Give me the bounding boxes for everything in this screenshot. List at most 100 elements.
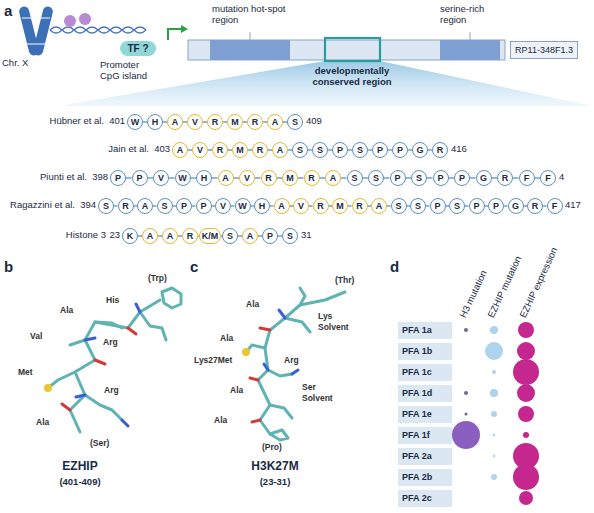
node-text: R <box>187 231 194 241</box>
node-text: PFA 1e <box>402 409 432 419</box>
subgroup-box: PFA 2b <box>398 469 452 486</box>
peptide-bond <box>348 205 352 206</box>
node-text: TF ? <box>127 43 148 54</box>
text-label: Lys <box>318 312 332 322</box>
residue-circle: G <box>508 198 524 214</box>
peptide-bond <box>270 205 274 206</box>
node-text: R <box>532 201 539 211</box>
text-label: Ala <box>246 300 259 310</box>
peptide-bond <box>212 177 218 178</box>
ezhip-structure <box>46 288 182 432</box>
dna-helix <box>50 27 146 33</box>
node-text: M <box>286 173 294 183</box>
residue-circle: A <box>162 228 178 244</box>
node-text: S <box>292 117 298 127</box>
residue-circle: P <box>488 198 504 214</box>
node-text: PFA 1b <box>402 346 432 356</box>
text-label: Arg <box>103 338 118 348</box>
node-text: A <box>278 201 285 211</box>
peptide-bond <box>470 177 476 178</box>
text-label: Piunti et al. <box>40 172 87 183</box>
node-text: A <box>147 231 154 241</box>
node-text: S <box>415 201 421 211</box>
peptide-bond <box>126 177 132 178</box>
peptide-bond <box>543 205 547 206</box>
peptide-bond <box>192 205 196 206</box>
residue-circle: S <box>391 198 407 214</box>
node-text: P <box>473 201 479 211</box>
residue-circle: P <box>196 198 212 214</box>
residue-circle: W <box>127 114 143 130</box>
node-text: A <box>330 173 337 183</box>
residue-circle: R <box>247 114 263 130</box>
residue-circle: A <box>218 170 234 186</box>
gene-box: RP11-348F1.3 <box>510 41 578 59</box>
residue-circle: P <box>430 198 446 214</box>
node-text: H <box>201 173 208 183</box>
subgroup-box: PFA 1c <box>398 364 452 381</box>
residue-circle: R <box>261 170 277 186</box>
residue-circle: R <box>527 198 543 214</box>
column-header: EZHIP expression <box>518 246 560 320</box>
text-label: Ala <box>36 418 49 428</box>
methyl-mark <box>79 13 91 25</box>
h3k27m-structure <box>244 288 346 440</box>
node-text: R <box>257 145 264 155</box>
panel-letter: d <box>390 258 399 275</box>
residue-circle: F <box>519 170 535 186</box>
peptide-bond <box>384 177 390 178</box>
tss-arrow <box>168 29 181 40</box>
node-text: H <box>259 201 266 211</box>
residue-circle: A <box>172 142 188 158</box>
text-label: EZHIP <box>62 460 97 474</box>
node-text: PFA 1d <box>402 388 432 398</box>
node-text: R <box>212 117 219 127</box>
node-text: K <box>127 231 134 241</box>
peptide-bond <box>231 205 235 206</box>
text-label: Lys27Met <box>194 356 232 366</box>
node-text: R <box>308 173 315 183</box>
node-text: P <box>397 145 403 155</box>
residue-circle: W <box>175 170 191 186</box>
text-label: Ala <box>230 386 243 396</box>
residue-circle: R <box>118 198 134 214</box>
node-text: M <box>336 201 344 211</box>
residue-circle: A <box>371 198 387 214</box>
node-text: S <box>373 173 379 183</box>
text-label: (401-409) <box>59 477 100 488</box>
residue-circle: P <box>332 142 348 158</box>
residue-circle: R <box>497 170 513 186</box>
residue-circle: S <box>411 170 427 186</box>
conserved-fan <box>58 61 592 106</box>
node-text: P <box>200 201 206 211</box>
node-text: R <box>317 201 324 211</box>
text-label: Jain et al. <box>108 144 149 155</box>
residue-circle: P <box>110 170 126 186</box>
residue-circle: S <box>347 170 363 186</box>
text-label: Promoter CpG island <box>100 60 158 82</box>
residue-circle: V <box>187 114 203 130</box>
node-text: S <box>161 201 167 211</box>
residue-circle: A <box>272 142 288 158</box>
node-text: S <box>416 173 422 183</box>
peptide-bond <box>341 177 347 178</box>
chromosome <box>18 6 54 57</box>
text-label: 23 <box>109 230 120 241</box>
node-text: R <box>356 201 363 211</box>
node-text: A <box>167 231 174 241</box>
residue-circle: S <box>222 228 238 244</box>
node-text: M <box>231 117 239 127</box>
node-text: S <box>227 231 233 241</box>
subgroup-box: PFA 1a <box>398 322 452 339</box>
residue-circle: A <box>274 198 290 214</box>
node-text: P <box>459 173 465 183</box>
peptide-bond <box>153 205 157 206</box>
node-text: S <box>357 145 363 155</box>
node-text: P <box>434 201 440 211</box>
residue-circle: P <box>392 142 408 158</box>
residue-circle: V <box>192 142 208 158</box>
residue-circle: A <box>325 170 341 186</box>
node-text: V <box>197 145 203 155</box>
peptide-bond <box>504 205 508 206</box>
text-label: Ser <box>302 383 316 393</box>
